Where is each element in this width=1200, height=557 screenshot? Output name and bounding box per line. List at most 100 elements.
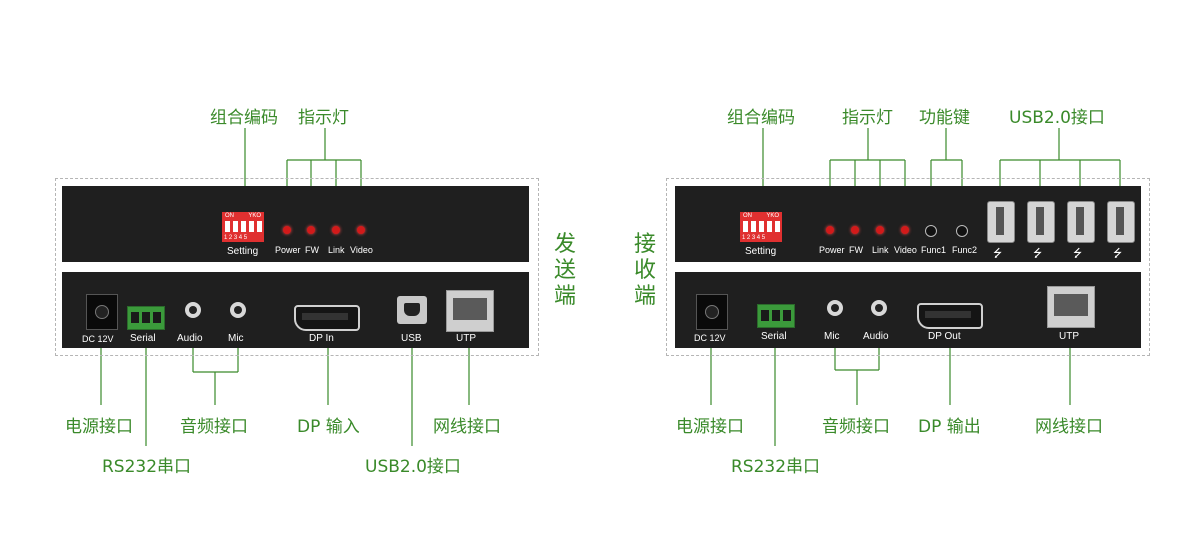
receiver-callout-audio: 音频接口 xyxy=(822,417,890,437)
audio-label: Audio xyxy=(863,331,889,342)
receiver-callout-network: 网线接口 xyxy=(1035,417,1103,437)
usb-label: USB xyxy=(401,333,422,344)
dip-brand-label: YKO xyxy=(766,213,779,219)
led-label-power: Power xyxy=(275,245,301,255)
usb-a-port-icon xyxy=(987,201,1015,243)
receiver-top-panel: ON YKO 12345 Setting Power FW Link Video… xyxy=(675,186,1141,262)
sender-bottom-panel: DC 12V Serial Audio Mic DP In USB UTP xyxy=(62,272,529,348)
led-label-link: Link xyxy=(328,245,345,255)
usb-a-port-icon xyxy=(1027,201,1055,243)
receiver-callout-serial: RS232串口 xyxy=(731,457,821,477)
led-label-fw: FW xyxy=(305,245,319,255)
receiver-callout-func: 功能键 xyxy=(919,108,970,128)
func1-button[interactable] xyxy=(925,225,937,237)
dip-toggle[interactable] xyxy=(249,221,254,232)
dip-on-label: ON xyxy=(743,213,752,219)
dc-power-jack-icon xyxy=(696,294,728,330)
mic-label: Mic xyxy=(824,331,840,342)
mic-label: Mic xyxy=(228,333,244,344)
dc-power-jack-icon xyxy=(86,294,118,330)
sender-dip-switch[interactable]: ON YKO 12345 xyxy=(222,212,264,242)
sender-callout-serial: RS232串口 xyxy=(102,457,192,477)
power-led-icon xyxy=(283,226,291,234)
utp-label: UTP xyxy=(1059,331,1079,342)
power-led-icon xyxy=(826,226,834,234)
mic-jack-icon xyxy=(827,300,843,316)
audio-jack-icon xyxy=(185,302,201,318)
dp-label: DP Out xyxy=(928,331,961,342)
dip-toggle[interactable] xyxy=(775,221,780,232)
dip-toggle[interactable] xyxy=(241,221,246,232)
rj45-port-icon xyxy=(446,290,494,332)
setting-label: Setting xyxy=(745,246,777,257)
video-led-icon xyxy=(357,226,365,234)
sender-frame xyxy=(55,178,539,356)
serial-label: Serial xyxy=(761,331,787,342)
dip-brand-label: YKO xyxy=(248,213,261,219)
sender-callout-power: 电源接口 xyxy=(65,417,133,437)
usb-symbol-icon: ⭍ xyxy=(1073,247,1083,260)
sender-callout-dp: DP 输入 xyxy=(297,417,360,437)
audio-jack-icon xyxy=(871,300,887,316)
receiver-callout-indicator: 指示灯 xyxy=(842,108,893,128)
dip-toggle[interactable] xyxy=(743,221,748,232)
receiver-callout-dip: 组合编码 xyxy=(727,108,795,128)
dip-toggle[interactable] xyxy=(257,221,262,232)
usb-a-port-icon xyxy=(1107,201,1135,243)
dip-numbers: 12345 xyxy=(742,235,767,241)
serial-label: Serial xyxy=(130,333,156,344)
usb-a-port-icon xyxy=(1067,201,1095,243)
dp-label: DP In xyxy=(309,333,334,344)
sender-callout-usb: USB2.0接口 xyxy=(365,457,461,477)
led-label-link: Link xyxy=(872,245,889,255)
fw-led-icon xyxy=(851,226,859,234)
sender-callout-audio: 音频接口 xyxy=(180,417,248,437)
sender-callout-network: 网线接口 xyxy=(433,417,501,437)
link-led-icon xyxy=(876,226,884,234)
dip-toggle[interactable] xyxy=(767,221,772,232)
sender-callout-dip: 组合编码 xyxy=(210,108,278,128)
receiver-dip-switch[interactable]: ON YKO 12345 xyxy=(740,212,782,242)
sender-callout-indicator: 指示灯 xyxy=(298,108,349,128)
dc-label: DC 12V xyxy=(694,333,726,343)
led-label-fw: FW xyxy=(849,245,863,255)
receiver-callout-power: 电源接口 xyxy=(676,417,744,437)
serial-terminal-icon xyxy=(757,304,795,328)
dip-numbers: 12345 xyxy=(224,235,249,241)
dip-toggle[interactable] xyxy=(233,221,238,232)
video-led-icon xyxy=(901,226,909,234)
fw-led-icon xyxy=(307,226,315,234)
led-label-video: Video xyxy=(894,245,917,255)
dip-toggle[interactable] xyxy=(759,221,764,232)
dc-label: DC 12V xyxy=(82,334,114,344)
receiver-callout-usb: USB2.0接口 xyxy=(1009,108,1105,128)
displayport-icon xyxy=(917,303,983,329)
receiver-title: 接收端 xyxy=(633,232,656,309)
audio-label: Audio xyxy=(177,333,203,344)
utp-label: UTP xyxy=(456,333,476,344)
serial-terminal-icon xyxy=(127,306,165,330)
mic-jack-icon xyxy=(230,302,246,318)
receiver-bottom-panel: DC 12V Serial Mic Audio DP Out UTP xyxy=(675,272,1141,348)
sender-title: 发送端 xyxy=(553,232,576,309)
receiver-callout-dp: DP 输出 xyxy=(918,417,981,437)
sender-top-panel: ON YKO 12345 Setting Power FW Link Video xyxy=(62,186,529,262)
usb-b-port-icon xyxy=(397,296,427,324)
rj45-port-icon xyxy=(1047,286,1095,328)
dip-on-label: ON xyxy=(225,213,234,219)
setting-label: Setting xyxy=(227,246,259,257)
func1-label: Func1 xyxy=(921,245,947,255)
displayport-icon xyxy=(294,305,360,331)
usb-symbol-icon: ⭍ xyxy=(993,247,1003,260)
usb-symbol-icon: ⭍ xyxy=(1033,247,1043,260)
receiver-frame xyxy=(666,178,1150,356)
func2-label: Func2 xyxy=(952,245,978,255)
link-led-icon xyxy=(332,226,340,234)
dip-toggle[interactable] xyxy=(751,221,756,232)
led-label-video: Video xyxy=(350,245,373,255)
led-label-power: Power xyxy=(819,245,845,255)
dip-toggle[interactable] xyxy=(225,221,230,232)
usb-symbol-icon: ⭍ xyxy=(1113,247,1123,260)
func2-button[interactable] xyxy=(956,225,968,237)
